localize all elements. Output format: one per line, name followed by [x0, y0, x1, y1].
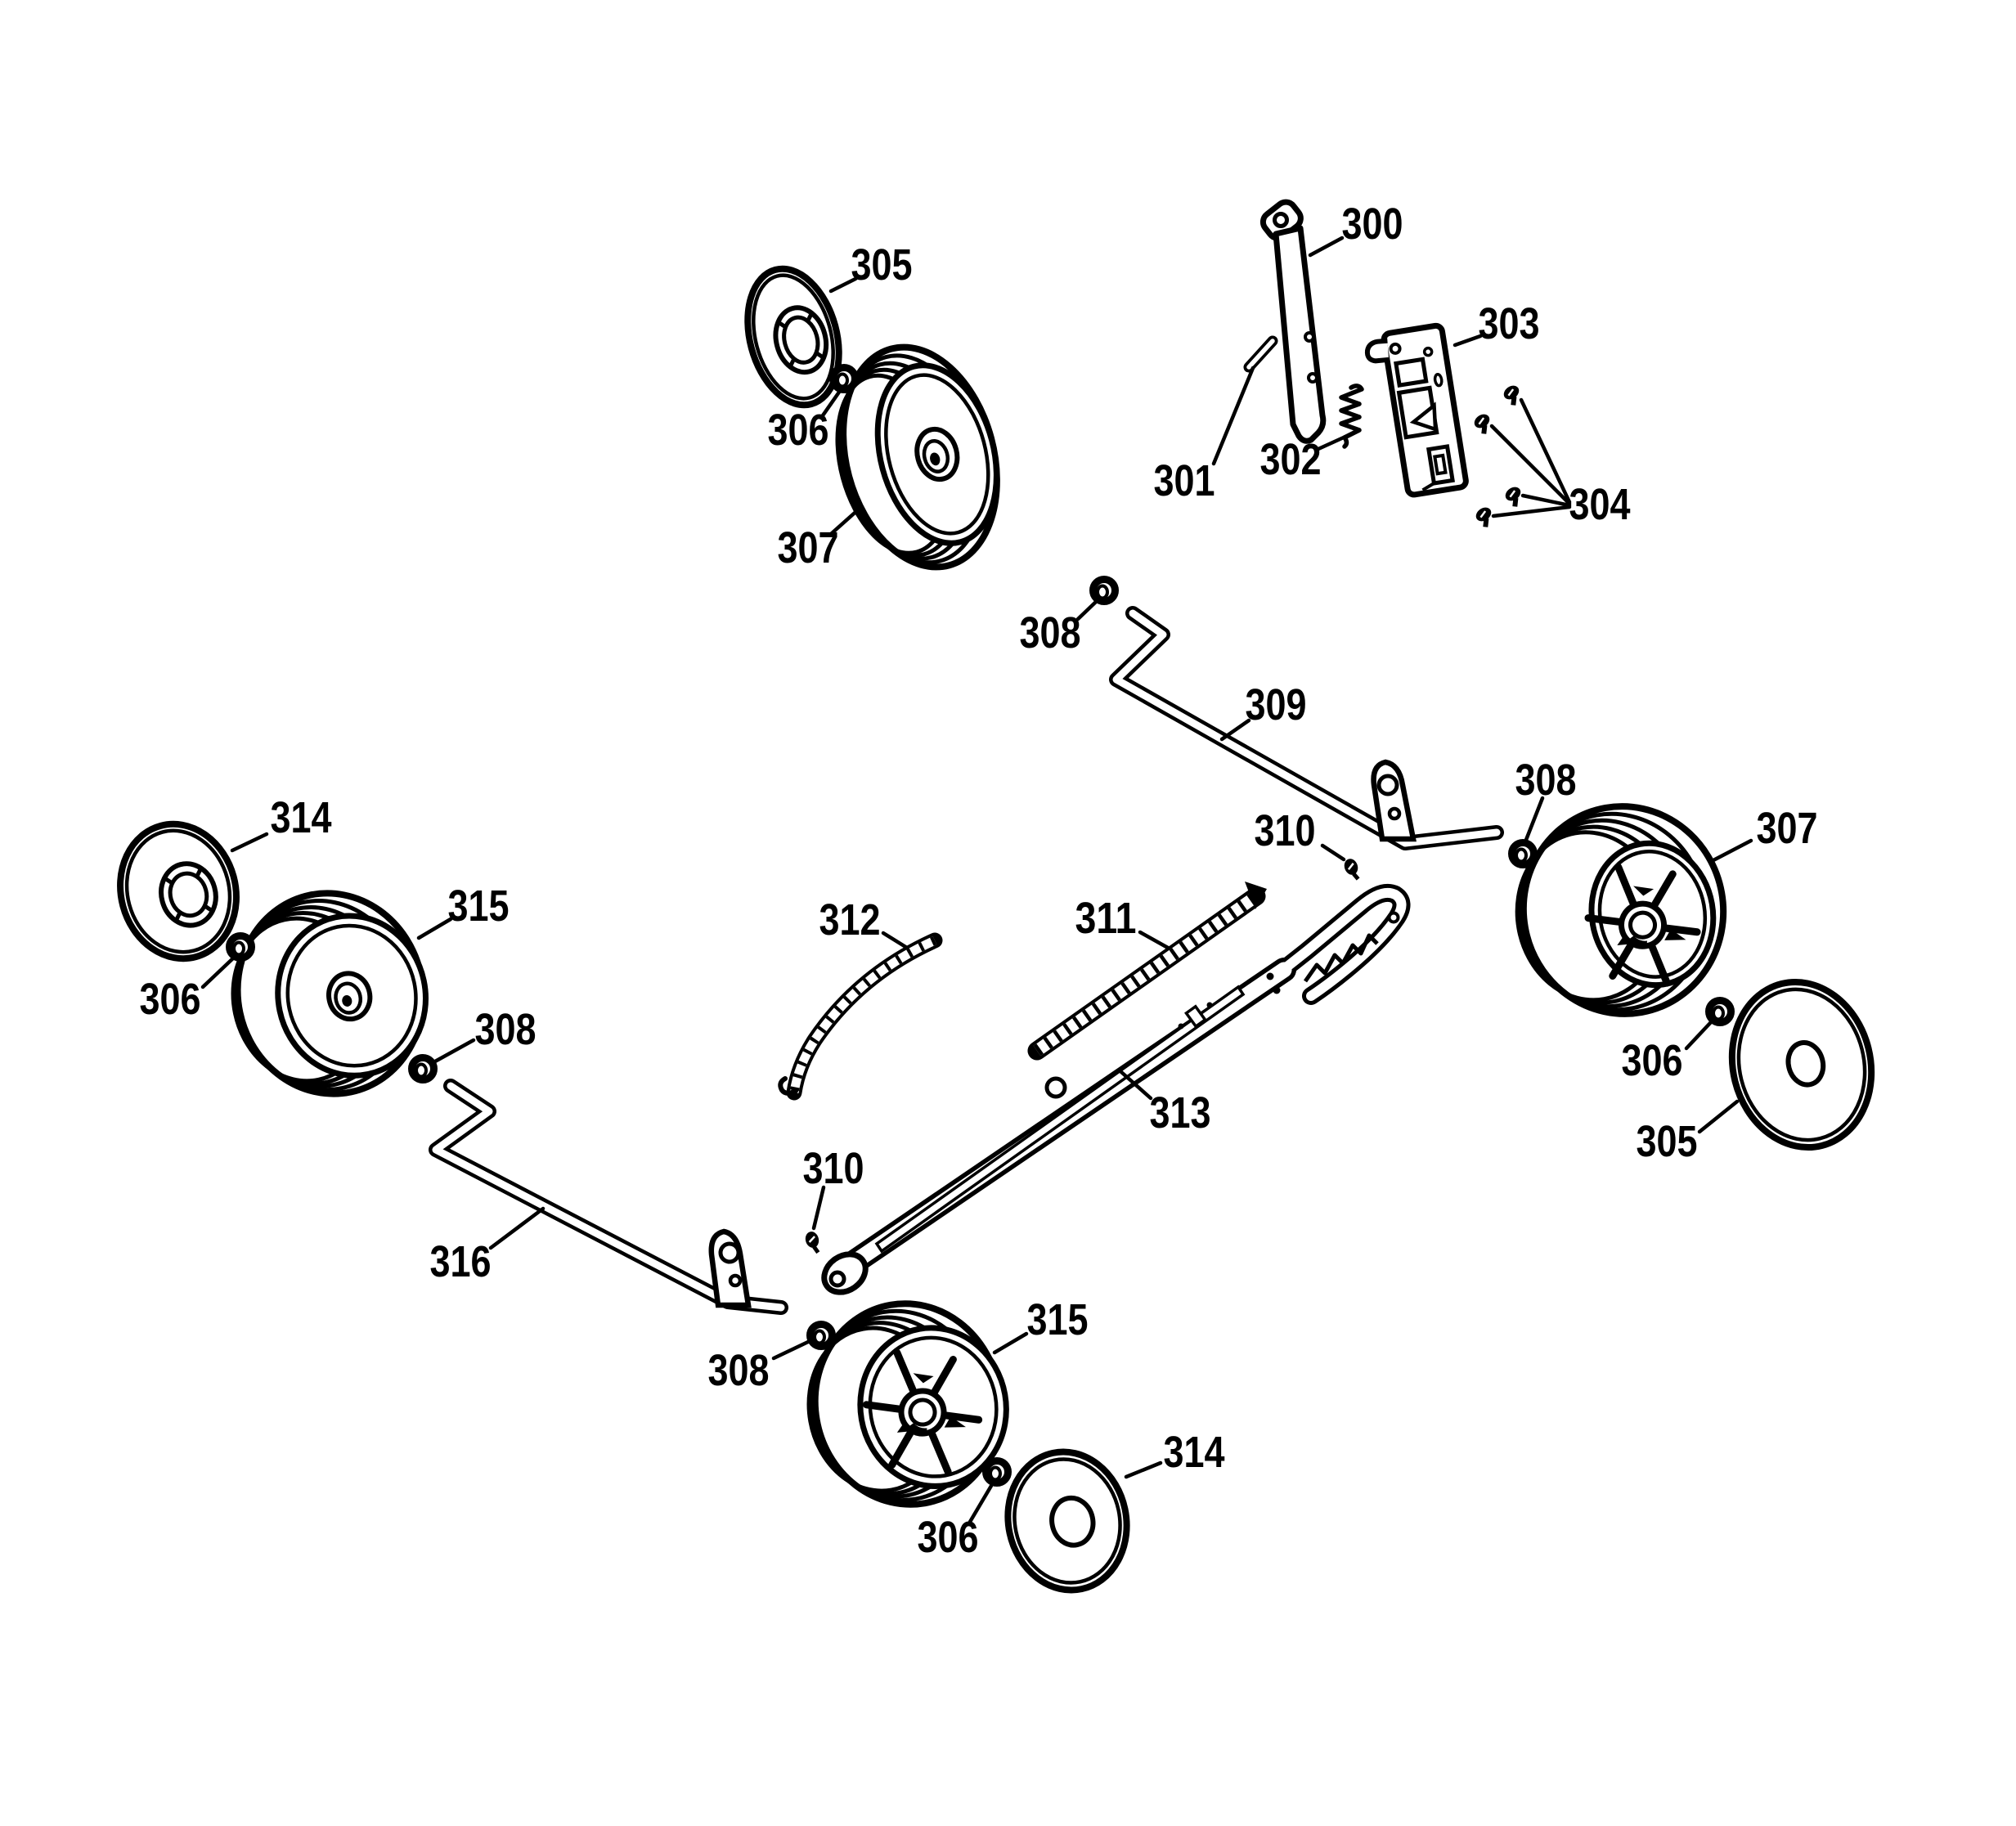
callout-305-right: 305: [1637, 1117, 1698, 1166]
hubcap-314-left: [117, 820, 240, 962]
callout-308-bottom: 308: [708, 1346, 770, 1395]
hubcap-314-bottom: [1004, 1448, 1130, 1594]
screw-310-lower: [805, 1232, 820, 1254]
flange-nut-306-top: [829, 364, 859, 393]
callout-309: 309: [1246, 680, 1307, 729]
leader-lines: [200, 236, 1753, 1524]
callout-314-left: 314: [271, 793, 332, 842]
wheel-307-top: [835, 343, 1000, 571]
hubcap-305-top: [744, 265, 842, 409]
flange-nut-308-top: [1089, 576, 1119, 605]
flange-nut-308-left: [408, 1054, 438, 1083]
height-adjust-lever-313: [821, 883, 1411, 1295]
adjuster-rack-312: [778, 932, 943, 1101]
callout-306-right: 306: [1622, 1036, 1683, 1085]
hubcap-305-right: [1728, 978, 1875, 1151]
spring-rod-311: [1027, 882, 1267, 1061]
callout-301: 301: [1154, 456, 1215, 505]
callout-304: 304: [1569, 480, 1631, 529]
rear-axle-rod-309: [1109, 606, 1504, 850]
callout-313: 313: [1150, 1088, 1211, 1137]
wheel-307-right: [1515, 803, 1727, 1017]
callout-302: 302: [1260, 435, 1322, 484]
callout-315-bottom: 315: [1027, 1295, 1089, 1344]
callout-312: 312: [819, 895, 881, 944]
callout-307-top: 307: [778, 523, 839, 572]
callout-306-bottom: 306: [918, 1513, 979, 1562]
callout-315-left: 315: [448, 882, 510, 931]
callout-308-left: 308: [475, 1005, 537, 1054]
callout-308-right: 308: [1515, 756, 1577, 805]
screw-310-upper: [1344, 859, 1360, 881]
wheel-315-bottom: [806, 1300, 1009, 1508]
callout-310-upper: 310: [1255, 806, 1316, 855]
callout-303: 303: [1479, 299, 1540, 348]
spring-302: [1339, 384, 1364, 449]
flange-nut-308-bottom: [806, 1321, 836, 1350]
adjuster-plate-303: [1364, 322, 1469, 498]
screws-304: [1474, 385, 1521, 527]
flange-nut-306-left: [226, 932, 255, 962]
handle-bracket-300: [1259, 199, 1327, 444]
flange-nut-308-right: [1508, 839, 1538, 868]
callout-307-right: 307: [1757, 804, 1818, 853]
front-axle-rod-316: [429, 1079, 788, 1315]
callout-306-top: 306: [768, 406, 829, 455]
callout-316: 316: [430, 1237, 492, 1286]
flange-nut-306-bottom: [982, 1457, 1012, 1487]
callout-300: 300: [1342, 200, 1403, 249]
callout-311: 311: [1075, 894, 1137, 943]
callout-314-bottom: 314: [1164, 1428, 1225, 1477]
callout-305-top: 305: [851, 240, 913, 289]
callout-310-lower: 310: [803, 1144, 864, 1193]
wheel-315-left: [231, 890, 429, 1097]
callout-308-top: 308: [1020, 608, 1081, 657]
callout-306-left: 306: [140, 975, 201, 1024]
flange-nut-306-right: [1705, 997, 1735, 1026]
pin-301: [1243, 335, 1278, 373]
